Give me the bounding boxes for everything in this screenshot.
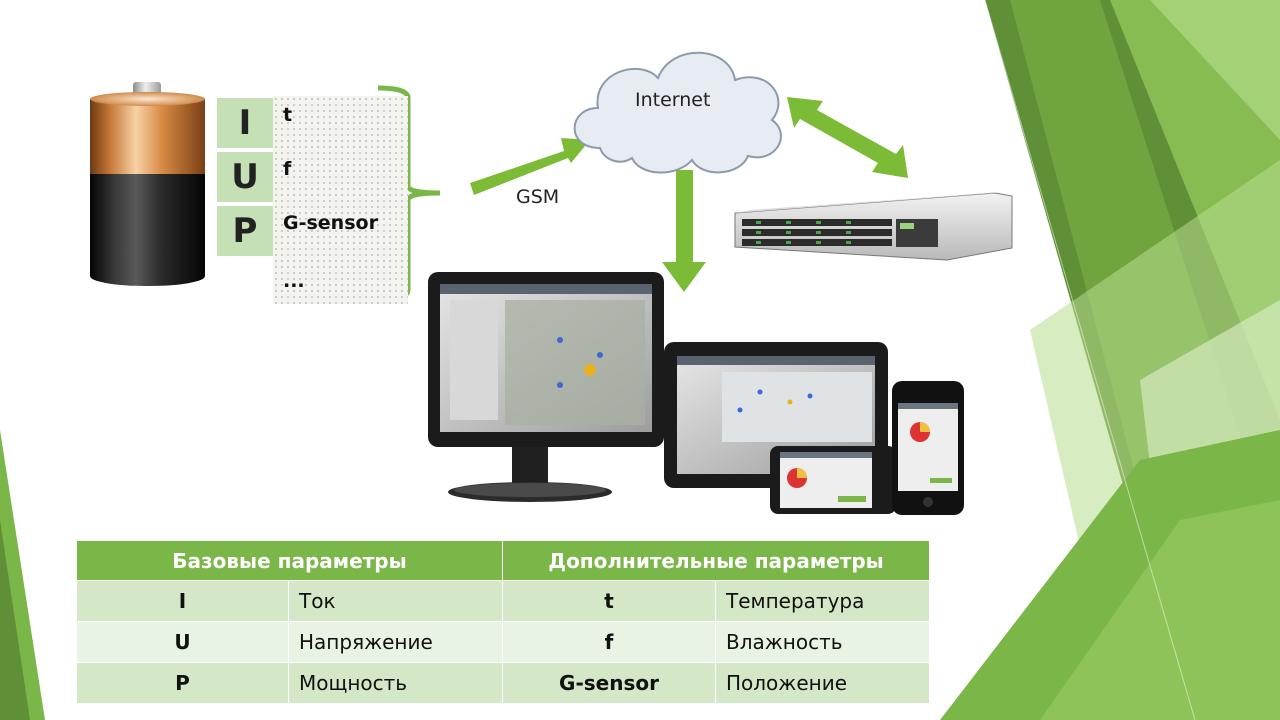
monitor-icon xyxy=(428,272,664,502)
header-extra-params: Дополнительные параметры xyxy=(501,540,931,581)
table-row: I Ток t Температура xyxy=(76,580,931,622)
battery-cap xyxy=(90,92,205,106)
base-symbol: U xyxy=(76,621,289,663)
right-green-decoration xyxy=(940,0,1280,720)
extra-name: Влажность xyxy=(714,621,931,663)
phone-portrait-icon xyxy=(892,381,964,515)
param-item-f: f xyxy=(283,158,292,180)
extra-name: Положение xyxy=(714,662,931,704)
base-name: Мощность xyxy=(288,662,503,704)
battery-icon xyxy=(82,82,217,297)
battery-body xyxy=(90,174,205,286)
parameters-table: Базовые параметры Дополнительные парамет… xyxy=(76,540,931,704)
internet-label: Internet xyxy=(635,89,711,111)
base-name: Ток xyxy=(288,580,503,622)
server-icon xyxy=(734,192,1013,261)
server-link-arrow xyxy=(787,97,908,178)
param-item-t: t xyxy=(283,104,293,126)
base-symbol: P xyxy=(76,662,289,704)
param-letter-u: U xyxy=(217,152,273,202)
left-green-decoration xyxy=(0,430,45,720)
cloud-icon xyxy=(573,51,782,174)
param-letter-i: I xyxy=(217,98,273,148)
base-symbol: I xyxy=(76,580,289,622)
param-letter-p: P xyxy=(217,206,273,256)
extra-symbol: G-sensor xyxy=(502,662,716,704)
extra-name: Температура xyxy=(714,580,931,622)
phone-landscape-icon xyxy=(770,446,896,514)
header-base-params: Базовые параметры xyxy=(76,540,503,581)
param-item-g-sensor: G-sensor xyxy=(283,212,378,234)
extra-symbol: f xyxy=(502,621,716,663)
table-row: U Напряжение f Влажность xyxy=(76,621,931,663)
param-item-more: ... xyxy=(283,270,305,292)
extra-params-box xyxy=(273,96,408,304)
download-arrow xyxy=(662,170,706,292)
base-name: Напряжение xyxy=(288,621,503,663)
table-row: P Мощность G-sensor Положение xyxy=(76,662,931,704)
battery-copper-top xyxy=(90,99,205,174)
extra-symbol: t xyxy=(502,580,716,622)
gsm-arrow xyxy=(470,138,590,195)
gsm-label: GSM xyxy=(516,186,560,208)
